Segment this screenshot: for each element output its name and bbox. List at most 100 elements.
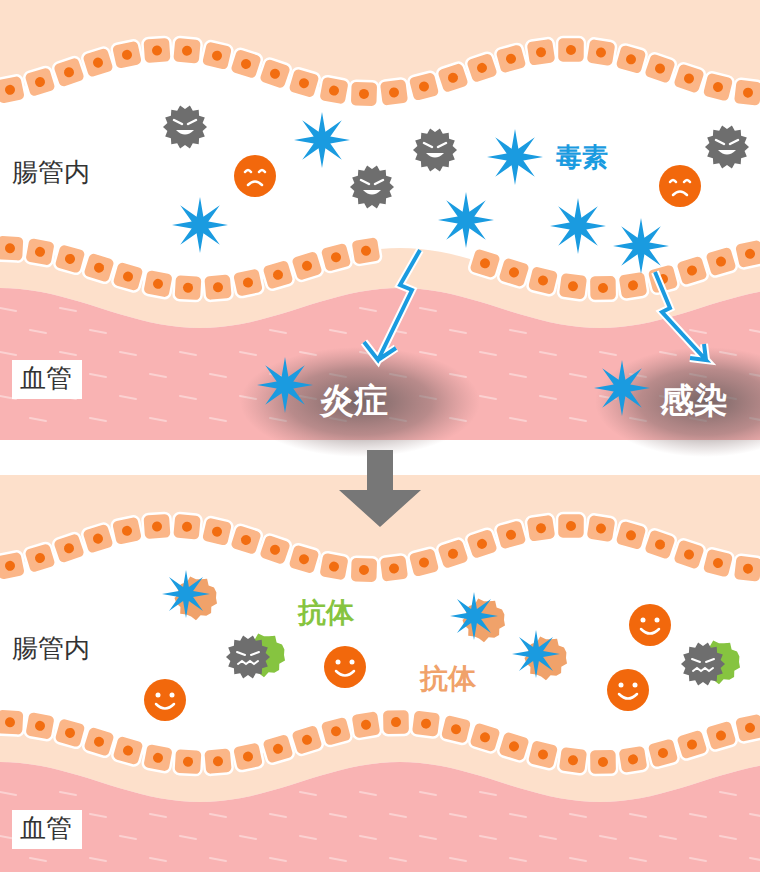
art-shape — [111, 734, 145, 767]
art-shape — [436, 537, 471, 571]
epithelial-cell — [232, 741, 265, 772]
art-shape — [258, 57, 293, 91]
art-shape — [734, 712, 760, 743]
art-shape — [4, 84, 16, 96]
vessel-stripe — [150, 814, 166, 817]
art-shape — [5, 243, 15, 253]
art-shape — [330, 251, 342, 263]
art-shape — [173, 274, 202, 302]
art-shape — [476, 538, 489, 551]
label-box: 血管 — [12, 810, 82, 849]
art-shape — [183, 282, 194, 293]
vessel-stripe — [0, 352, 16, 355]
vessel-stripe — [750, 858, 760, 861]
vessel-stripe — [510, 814, 526, 817]
epithelial-cell — [229, 47, 264, 80]
art-shape — [557, 746, 588, 775]
epithelial-cell — [23, 65, 57, 98]
epithelial-cell — [378, 554, 409, 583]
art-shape — [670, 180, 690, 195]
art-shape — [625, 53, 637, 65]
epithelial-cell — [261, 258, 295, 291]
art-shape — [359, 565, 369, 575]
art-shape — [657, 747, 669, 759]
toxin-star — [162, 570, 210, 618]
art-shape — [152, 45, 163, 56]
art-shape — [598, 757, 608, 767]
art-shape — [81, 522, 115, 555]
art-shape — [242, 277, 254, 289]
epithelial-cell — [0, 550, 26, 581]
art-shape — [211, 526, 223, 538]
epithelial-cell — [81, 522, 115, 555]
art-shape — [272, 269, 284, 281]
art-shape — [655, 618, 660, 623]
damage-arrow — [655, 272, 706, 360]
cell-face — [629, 604, 671, 646]
toxin-star — [613, 218, 669, 274]
epithelial-cell — [82, 725, 117, 758]
epithelial-cell — [589, 749, 617, 775]
art-shape — [261, 732, 295, 765]
cell-face — [659, 165, 701, 207]
epithelial-cell — [675, 728, 709, 761]
art-shape — [494, 43, 528, 76]
vessel-stripe — [600, 352, 616, 355]
art-shape — [742, 87, 753, 98]
art-shape — [479, 257, 491, 269]
art-shape — [111, 260, 145, 293]
art-shape — [350, 236, 382, 266]
art-shape — [142, 37, 172, 65]
art-shape — [4, 560, 16, 572]
art-shape — [229, 47, 264, 80]
epithelial-cell — [200, 516, 233, 548]
vessel-stripe — [510, 418, 526, 421]
vessel-stripe — [300, 836, 316, 839]
vessel-label: 血管 — [20, 364, 74, 393]
art-shape — [589, 275, 617, 301]
art-shape — [436, 61, 471, 95]
vessel-stripe — [0, 792, 16, 795]
vessel-stripe — [690, 330, 706, 333]
vessel-stripe — [540, 396, 556, 399]
art-shape — [290, 723, 324, 756]
vessel-stripe — [150, 858, 166, 861]
art-shape — [494, 519, 528, 552]
vessel-stripe — [60, 792, 76, 795]
art-shape — [654, 62, 667, 75]
epithelial-cell — [646, 737, 680, 769]
art-shape — [407, 546, 441, 578]
epithelial-cell — [350, 710, 382, 740]
epithelial-cell — [258, 533, 293, 567]
art-shape — [497, 256, 531, 289]
art-shape — [350, 80, 379, 107]
epithelial-cell — [142, 268, 174, 299]
epithelial-cell — [53, 243, 87, 276]
epithelial-cell — [465, 51, 500, 85]
art-shape — [156, 693, 161, 698]
vessel-stripe — [60, 308, 76, 311]
epithelial-cell — [111, 260, 145, 293]
art-shape — [82, 725, 117, 758]
epithelial-cell — [81, 46, 115, 79]
art-shape — [715, 255, 727, 267]
art-shape — [183, 756, 194, 767]
epithelial-cell — [734, 712, 760, 743]
epithelial-cell — [111, 39, 144, 70]
vessel-stripe — [360, 836, 376, 839]
epithelial-cell — [439, 713, 472, 745]
bacterium — [350, 166, 394, 209]
epithelial-cell — [319, 241, 353, 273]
art-shape — [121, 525, 133, 537]
art-shape — [301, 734, 314, 747]
art-shape — [479, 731, 491, 743]
vessel-stripe — [120, 836, 136, 839]
epithelial-cell — [734, 238, 760, 269]
vessel-stripe — [270, 814, 286, 817]
vessel-stripe — [450, 858, 466, 861]
art-shape — [64, 253, 76, 265]
art-shape — [497, 730, 531, 763]
vessel-stripe — [690, 814, 706, 817]
cell-face — [144, 679, 186, 721]
epithelial-cell — [318, 75, 350, 106]
